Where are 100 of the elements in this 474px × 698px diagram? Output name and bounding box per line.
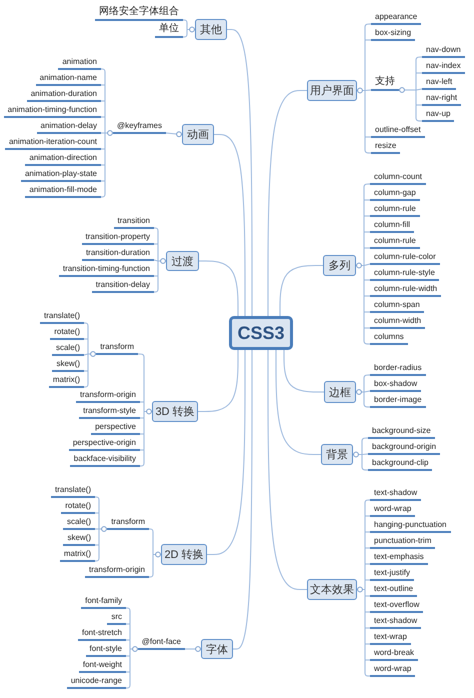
subtopic-label: transition-delay [92, 280, 154, 293]
connector-line [104, 72, 114, 194]
connector-line [100, 116, 106, 118]
subtopic-label: background-clip [368, 458, 432, 471]
connector-line [416, 72, 422, 74]
subtopic-label: animation-fill-mode [25, 185, 101, 198]
subtopic-label: background-size [368, 426, 435, 439]
topic-box: 字体 [201, 639, 233, 659]
subtopic-label: box-shadow [370, 379, 422, 392]
subtopic-label: box-sizing [371, 28, 416, 41]
connector-line [362, 466, 368, 470]
subtopic-label: transform-origin [84, 565, 149, 578]
connector-line [126, 684, 130, 688]
connector-line [268, 350, 308, 590]
connector-line [352, 442, 362, 466]
subtopic-label: nav-right [422, 93, 462, 106]
connector-line [140, 462, 144, 466]
subtopic-label: perspective-origin [68, 438, 140, 451]
connector-line [148, 528, 154, 534]
connector-line [84, 338, 88, 340]
subtopic-label: transition-duration [82, 248, 154, 261]
topic-box: 动画 [182, 124, 214, 145]
connector-line [284, 350, 324, 392]
connector-line [364, 390, 370, 392]
subtopic-label: font-weight [78, 660, 126, 673]
subtopic-label: text-overflow [370, 600, 424, 613]
connector-line [364, 402, 370, 408]
connector-line [198, 260, 238, 316]
connector-line [84, 322, 88, 328]
connector-line [280, 265, 324, 316]
connector-line [186, 24, 196, 34]
subtopic-label: column-rule [370, 236, 420, 249]
connector-line [100, 132, 106, 134]
connector-line [364, 90, 372, 91]
subtopic-label: transform-origin [76, 390, 140, 403]
subtopic-label: nav-left [422, 77, 456, 90]
subtopic-label: text-outline [370, 584, 418, 597]
connector-line [364, 340, 370, 344]
connector-line [154, 228, 158, 232]
subtopic-label: translate() [50, 485, 95, 498]
subtopic-label: scale() [62, 517, 95, 530]
topic-box: 过渡 [166, 251, 199, 271]
subtopic-label: animation-duration [26, 89, 101, 102]
connector-line [416, 104, 422, 106]
subtopic-label: 支持 [371, 76, 399, 91]
subtopic-label: outline-offset [371, 125, 425, 138]
subtopic-label: resize [371, 141, 400, 154]
connector-line [100, 68, 106, 74]
subtopic-label: text-emphasis [370, 552, 428, 565]
subtopic-label: unicode-range [66, 676, 126, 689]
connector-line [364, 148, 372, 154]
subtopic-label: appearance [371, 12, 422, 25]
subtopic-label: animation-direction [25, 153, 101, 166]
connector-line [268, 90, 308, 316]
subtopic-label: font-style [86, 644, 126, 657]
connector-line [100, 84, 106, 86]
connector-line [364, 374, 370, 380]
topic-box: 文本效果 [307, 579, 357, 600]
subtopic-label: nav-up [422, 109, 454, 122]
subtopic-label: nav-down [422, 45, 465, 58]
connector-line [100, 164, 106, 166]
connector-line [100, 148, 106, 150]
central-topic-box: CSS3 [229, 316, 293, 350]
subtopic-label: transition [114, 216, 154, 229]
connector-line [364, 184, 370, 188]
connector-line [214, 134, 246, 316]
connector-line [416, 116, 422, 122]
subtopic-label: animation-iteration-count [4, 137, 101, 150]
subtopic-label: word-wrap [370, 664, 416, 677]
connector-line [356, 378, 364, 404]
topic-box: 边框 [324, 381, 356, 403]
subtopic-label: column-rule-width [370, 284, 442, 297]
topic-box: 其他 [195, 19, 227, 40]
subtopic-label: column-fill [370, 220, 414, 233]
subtopic-label: perspective [91, 422, 140, 435]
connector-line [88, 326, 96, 384]
connector-line [158, 232, 166, 288]
connector-line [98, 500, 108, 558]
connector-line [364, 672, 370, 676]
connector-line [182, 32, 188, 38]
subtopic-label: skew() [52, 359, 84, 372]
subtopic-label: word-wrap [370, 504, 416, 517]
connector-line [356, 188, 364, 340]
connector-line [94, 496, 100, 502]
subtopic-label: translate() [40, 311, 84, 324]
subtopic-label: matrix() [48, 375, 84, 388]
subtopic-label: font-family [81, 596, 126, 609]
subtopic-label: column-span [370, 300, 424, 313]
connector-line [198, 350, 238, 412]
subtopic-label: @keyframes [112, 121, 166, 134]
connector-line [356, 28, 366, 150]
connector-line [276, 350, 322, 455]
connector-line [94, 528, 100, 530]
subtopic-label: column-count [370, 172, 426, 185]
connector-line [356, 504, 366, 672]
subtopic-label: transform-style [79, 406, 140, 419]
connector-line [148, 572, 154, 578]
subtopic-label: text-shadow [370, 616, 422, 629]
connector-line [362, 454, 368, 455]
connector-line [206, 350, 246, 555]
